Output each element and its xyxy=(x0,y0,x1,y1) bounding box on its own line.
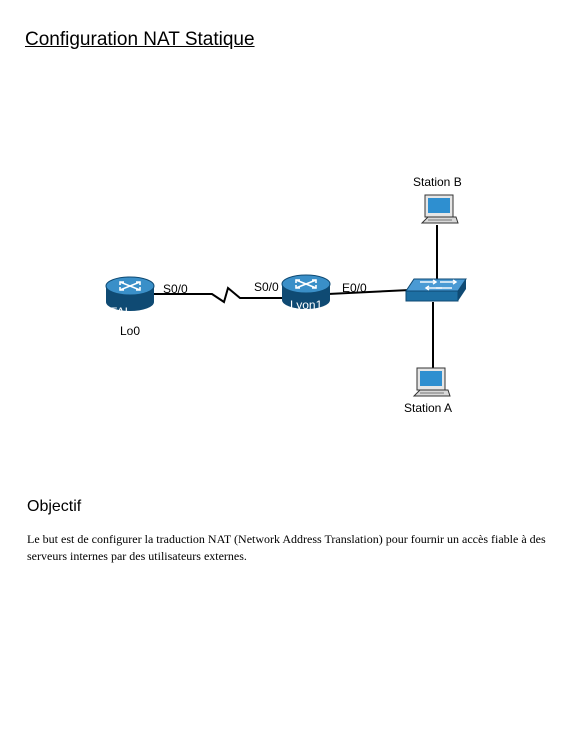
network-diagram: FAI S0/0 Lo0 Lyon1 S0/0 E0/0 xyxy=(105,175,467,415)
router-arrows-icon xyxy=(295,279,317,289)
lyon-ethernet-label: E0/0 xyxy=(342,281,367,295)
lyon-serial-label: S0/0 xyxy=(254,280,279,294)
router-arrows-icon xyxy=(119,281,141,291)
fai-interface-label: S0/0 xyxy=(163,282,188,296)
fai-loopback-label: Lo0 xyxy=(120,324,140,338)
router-lyon-label: Lyon1 xyxy=(290,298,323,312)
objective-text: Le but est de configurer la traduction N… xyxy=(27,532,546,563)
router-fai[interactable]: FAI xyxy=(105,276,155,319)
station-b-computer-icon[interactable] xyxy=(420,194,459,224)
links xyxy=(152,225,438,370)
station-a-computer-icon[interactable] xyxy=(412,367,451,397)
router-lyon[interactable]: Lyon1 xyxy=(281,274,331,312)
page-title: Configuration NAT Statique xyxy=(25,29,255,50)
ethernet-link-lyon-switch xyxy=(327,289,411,295)
switch-icon[interactable] xyxy=(405,278,467,302)
station-a-label: Station A xyxy=(404,401,452,415)
router-fai-label: FAI xyxy=(110,305,128,319)
serial-link xyxy=(152,286,285,304)
station-b-label: Station B xyxy=(413,175,462,189)
objective-heading: Objectif xyxy=(27,498,82,515)
